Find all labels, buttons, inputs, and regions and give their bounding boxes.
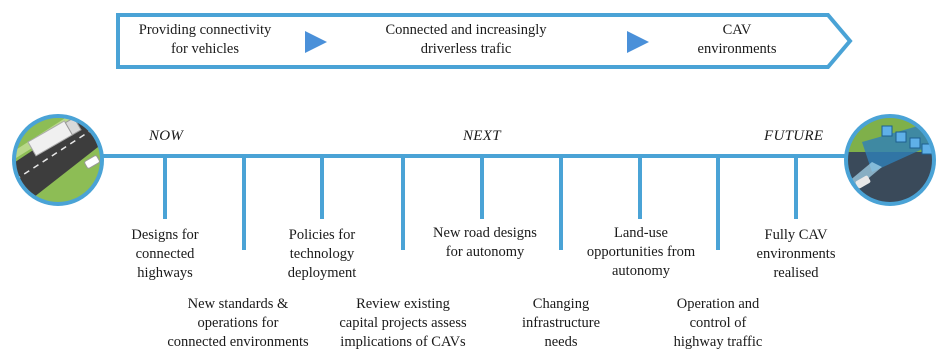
milestone-2-line-3: connected environments: [167, 334, 309, 350]
banner-stage-1-line-1: Providing connectivity: [138, 22, 272, 38]
milestone-8: Operation and control of highway traffic: [674, 295, 763, 352]
phase-next: NEXT: [463, 128, 501, 144]
banner-stage-2-line-1: Connected and increasingly: [385, 22, 547, 38]
milestone-1: Designs for connected highways: [131, 226, 198, 283]
banner-stage-3-line-1: CAV: [722, 22, 752, 38]
milestone-5: New road designs for autonomy: [433, 224, 537, 262]
milestone-7-line-1: Land-use: [614, 225, 668, 241]
milestone-9-line-3: realised: [773, 265, 819, 281]
milestone-4-line-2: capital projects assess: [339, 315, 467, 331]
milestone-6: Changing infrastructure needs: [522, 295, 600, 352]
milestone-2-line-1: New standards &: [187, 296, 289, 312]
milestone-4-line-3: implications of CAVs: [340, 334, 466, 350]
milestone-6-line-3: needs: [544, 334, 578, 350]
banner-stage-1-line-2: for vehicles: [170, 41, 240, 57]
milestone-9-line-1: Fully CAV: [764, 227, 828, 243]
truck-road-icon: [12, 114, 104, 206]
milestone-5-line-2: for autonomy: [445, 244, 525, 260]
milestone-2: New standards & operations for connected…: [167, 295, 308, 352]
milestone-3-line-2: technology: [289, 246, 355, 262]
milestone-8-line-1: Operation and: [676, 296, 760, 312]
banner-stage-3-line-2: environments: [697, 41, 777, 57]
banner-stage-2: Connected and increasingly driverless tr…: [385, 21, 546, 59]
milestone-6-line-1: Changing: [532, 296, 590, 312]
banner-stage-2-line-2: driverless trafic: [420, 41, 512, 57]
milestone-1-line-1: Designs for: [131, 227, 199, 243]
milestone-2-line-2: operations for: [197, 315, 279, 331]
milestone-8-line-2: control of: [689, 315, 747, 331]
milestone-3-line-3: deployment: [287, 265, 357, 281]
banner-chevron: [116, 13, 853, 69]
milestone-4-line-1: Review existing: [356, 296, 450, 312]
phase-future: FUTURE: [764, 128, 824, 144]
arrow-icon: [305, 31, 327, 53]
milestone-3: Policies for technology deployment: [288, 226, 356, 283]
milestone-5-line-1: New road designs: [433, 225, 537, 241]
milestone-4: Review existing capital projects assess …: [339, 295, 466, 352]
timeline: [60, 154, 880, 250]
arrow-icon: [627, 31, 649, 53]
milestone-1-line-2: connected: [135, 246, 195, 262]
milestone-3-line-1: Policies for: [288, 227, 356, 243]
banner-stage-3: CAV environments: [698, 21, 777, 59]
progression-banner: [116, 13, 853, 69]
milestone-7: Land-use opportunities from autonomy: [587, 224, 695, 281]
phase-now: NOW: [149, 128, 184, 144]
milestone-1-line-3: highways: [137, 265, 193, 281]
milestone-9: Fully CAV environments realised: [757, 226, 836, 283]
milestone-8-line-3: highway traffic: [673, 334, 763, 350]
milestone-7-line-3: autonomy: [612, 263, 670, 279]
banner-stage-1: Providing connectivity for vehicles: [139, 21, 272, 59]
milestone-7-line-2: opportunities from: [586, 244, 696, 260]
milestone-6-line-2: infrastructure: [521, 315, 601, 331]
milestone-9-line-2: environments: [756, 246, 836, 262]
connected-road-icon: [844, 114, 936, 206]
